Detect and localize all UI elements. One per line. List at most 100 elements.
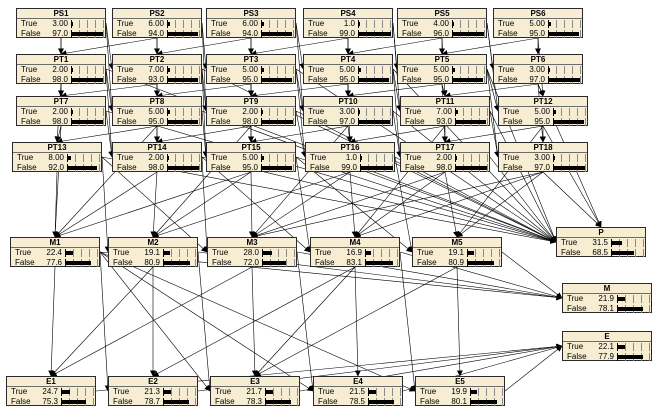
edge-e5-to-e [504, 345, 563, 392]
state-label: False [318, 397, 338, 406]
probability-bar [67, 164, 100, 172]
state-probability: 7.00 [436, 107, 452, 116]
probability-bar-fill [72, 68, 73, 72]
probability-bar [467, 249, 500, 257]
edge-pt9-to-p [295, 110, 557, 243]
probability-bar [265, 398, 298, 406]
edge-pt13-to-m1 [52, 171, 59, 238]
edge-pt14-to-m1 [54, 171, 158, 238]
state-probability: 80.9 [144, 258, 160, 267]
state-probability: 5.00 [339, 65, 355, 74]
probability-bar-fill [66, 261, 91, 265]
state-probability: 21.9 [598, 294, 614, 303]
probability-bar-fill [262, 120, 293, 124]
state-probability: 2.00 [242, 107, 258, 116]
state-probability: 95.0 [534, 117, 550, 126]
probability-bar-fill [361, 156, 362, 160]
edge-pt10-to-pt15 [250, 125, 349, 145]
state-label: True [308, 19, 325, 28]
edge-ps3-to-pt4 [295, 22, 306, 70]
state-label: True [17, 153, 34, 162]
state-label: True [567, 294, 584, 303]
probability-bar-fill [618, 307, 643, 311]
probability-bar [617, 295, 650, 303]
probability-bar [358, 118, 391, 126]
state-probability: 8.00 [48, 153, 64, 162]
state-probability: 3.00 [339, 107, 355, 116]
state-probability: 78.1 [598, 304, 614, 313]
probability-bar-fill [468, 251, 474, 255]
probability-bar [553, 154, 586, 162]
node-title: PT6 [494, 55, 582, 65]
state-probability: 83.1 [346, 258, 362, 267]
probability-bar [365, 259, 398, 267]
state-probability: 95.0 [148, 117, 164, 126]
state-probability: 3.00 [529, 65, 545, 74]
node-title: PT15 [207, 143, 295, 153]
probability-bar [71, 66, 104, 74]
edge-pt3-to-pt10 [295, 68, 306, 112]
probability-bar-fill [554, 110, 556, 114]
probability-bar [470, 388, 503, 396]
probability-bar [452, 20, 485, 28]
probability-bar-fill [359, 110, 360, 114]
edge-pt16-to-m4 [349, 171, 358, 238]
probability-bar [167, 20, 200, 28]
state-probability: 95.0 [242, 163, 258, 172]
state-label: True [308, 107, 325, 116]
state-label: True [117, 107, 134, 116]
